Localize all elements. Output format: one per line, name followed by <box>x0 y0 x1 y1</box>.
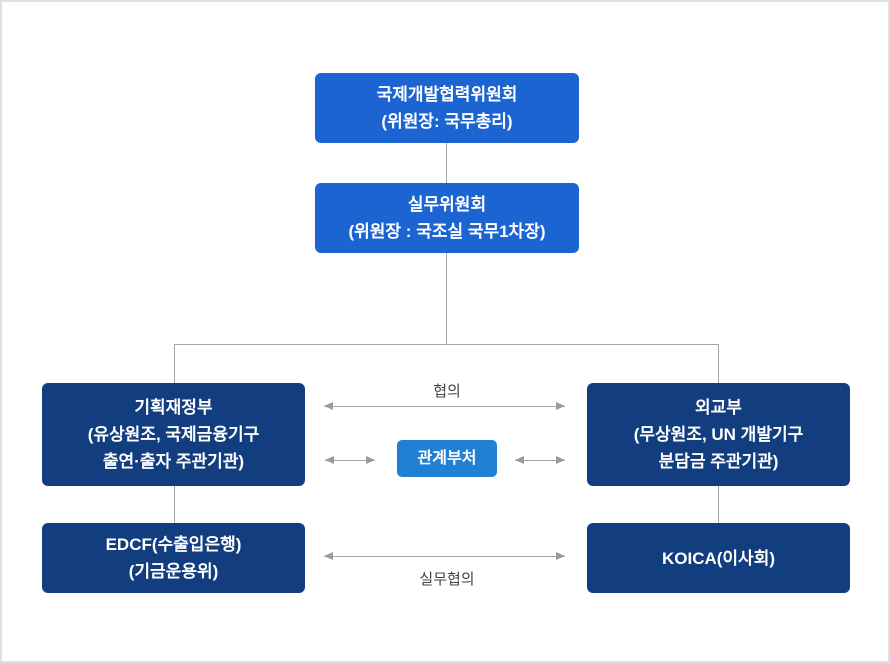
node-title: 국제개발협력위원회 <box>376 85 518 104</box>
related-ministries-right-arrow <box>515 456 565 464</box>
connector-branch-to-mofa <box>718 344 719 383</box>
node-ministry-of-economy-and-finance: 기획재정부 (유상원조, 국제금융기구 출연·출자 주관기관) <box>42 383 305 486</box>
node-koica: KOICA(이사회) <box>587 523 850 593</box>
node-title: EDCF(수출입은행) <box>105 535 242 554</box>
node-title: 기획재정부 <box>134 398 213 417</box>
connector-branch-to-moef <box>174 344 175 383</box>
node-title: 관계부처 <box>417 450 477 467</box>
connector-top-to-working <box>446 143 447 183</box>
node-related-ministries: 관계부처 <box>397 440 497 477</box>
node-subtitle-line2: 출연·출자 주관기관) <box>102 452 245 471</box>
node-subtitle-line1: (유상원조, 국제금융기구 <box>87 425 260 444</box>
node-subtitle-line1: (무상원조, UN 개발기구 <box>633 425 804 444</box>
node-ministry-of-foreign-affairs: 외교부 (무상원조, UN 개발기구 분담금 주관기관) <box>587 383 850 486</box>
node-edcf: EDCF(수출입은행) (기금운용위) <box>42 523 305 593</box>
connector-moef-to-edcf <box>174 486 175 523</box>
node-title: KOICA(이사회) <box>661 548 776 568</box>
working-consultation-label: 실무협의 <box>419 571 475 588</box>
node-subtitle: (위원장 : 국조실 국무1차장) <box>348 222 546 241</box>
working-consultation-arrow <box>324 552 565 560</box>
related-ministries-left-arrow <box>325 456 375 464</box>
node-subtitle-line2: 분담금 주관기관) <box>658 452 779 471</box>
connector-working-to-branch <box>446 253 447 344</box>
node-title: 실무위원회 <box>407 195 487 214</box>
connector-mofa-to-koica <box>718 486 719 523</box>
connector-branch-horizontal <box>174 344 719 345</box>
node-international-development-cooperation-committee: 국제개발협력위원회 (위원장: 국무총리) <box>315 73 579 143</box>
node-subtitle: (기금운용위) <box>128 562 219 581</box>
consultation-label: 협의 <box>433 383 461 400</box>
node-title: 외교부 <box>695 398 742 417</box>
node-subtitle: (위원장: 국무총리) <box>381 112 513 131</box>
node-working-committee: 실무위원회 (위원장 : 국조실 국무1차장) <box>315 183 579 253</box>
consultation-arrow <box>324 402 565 410</box>
